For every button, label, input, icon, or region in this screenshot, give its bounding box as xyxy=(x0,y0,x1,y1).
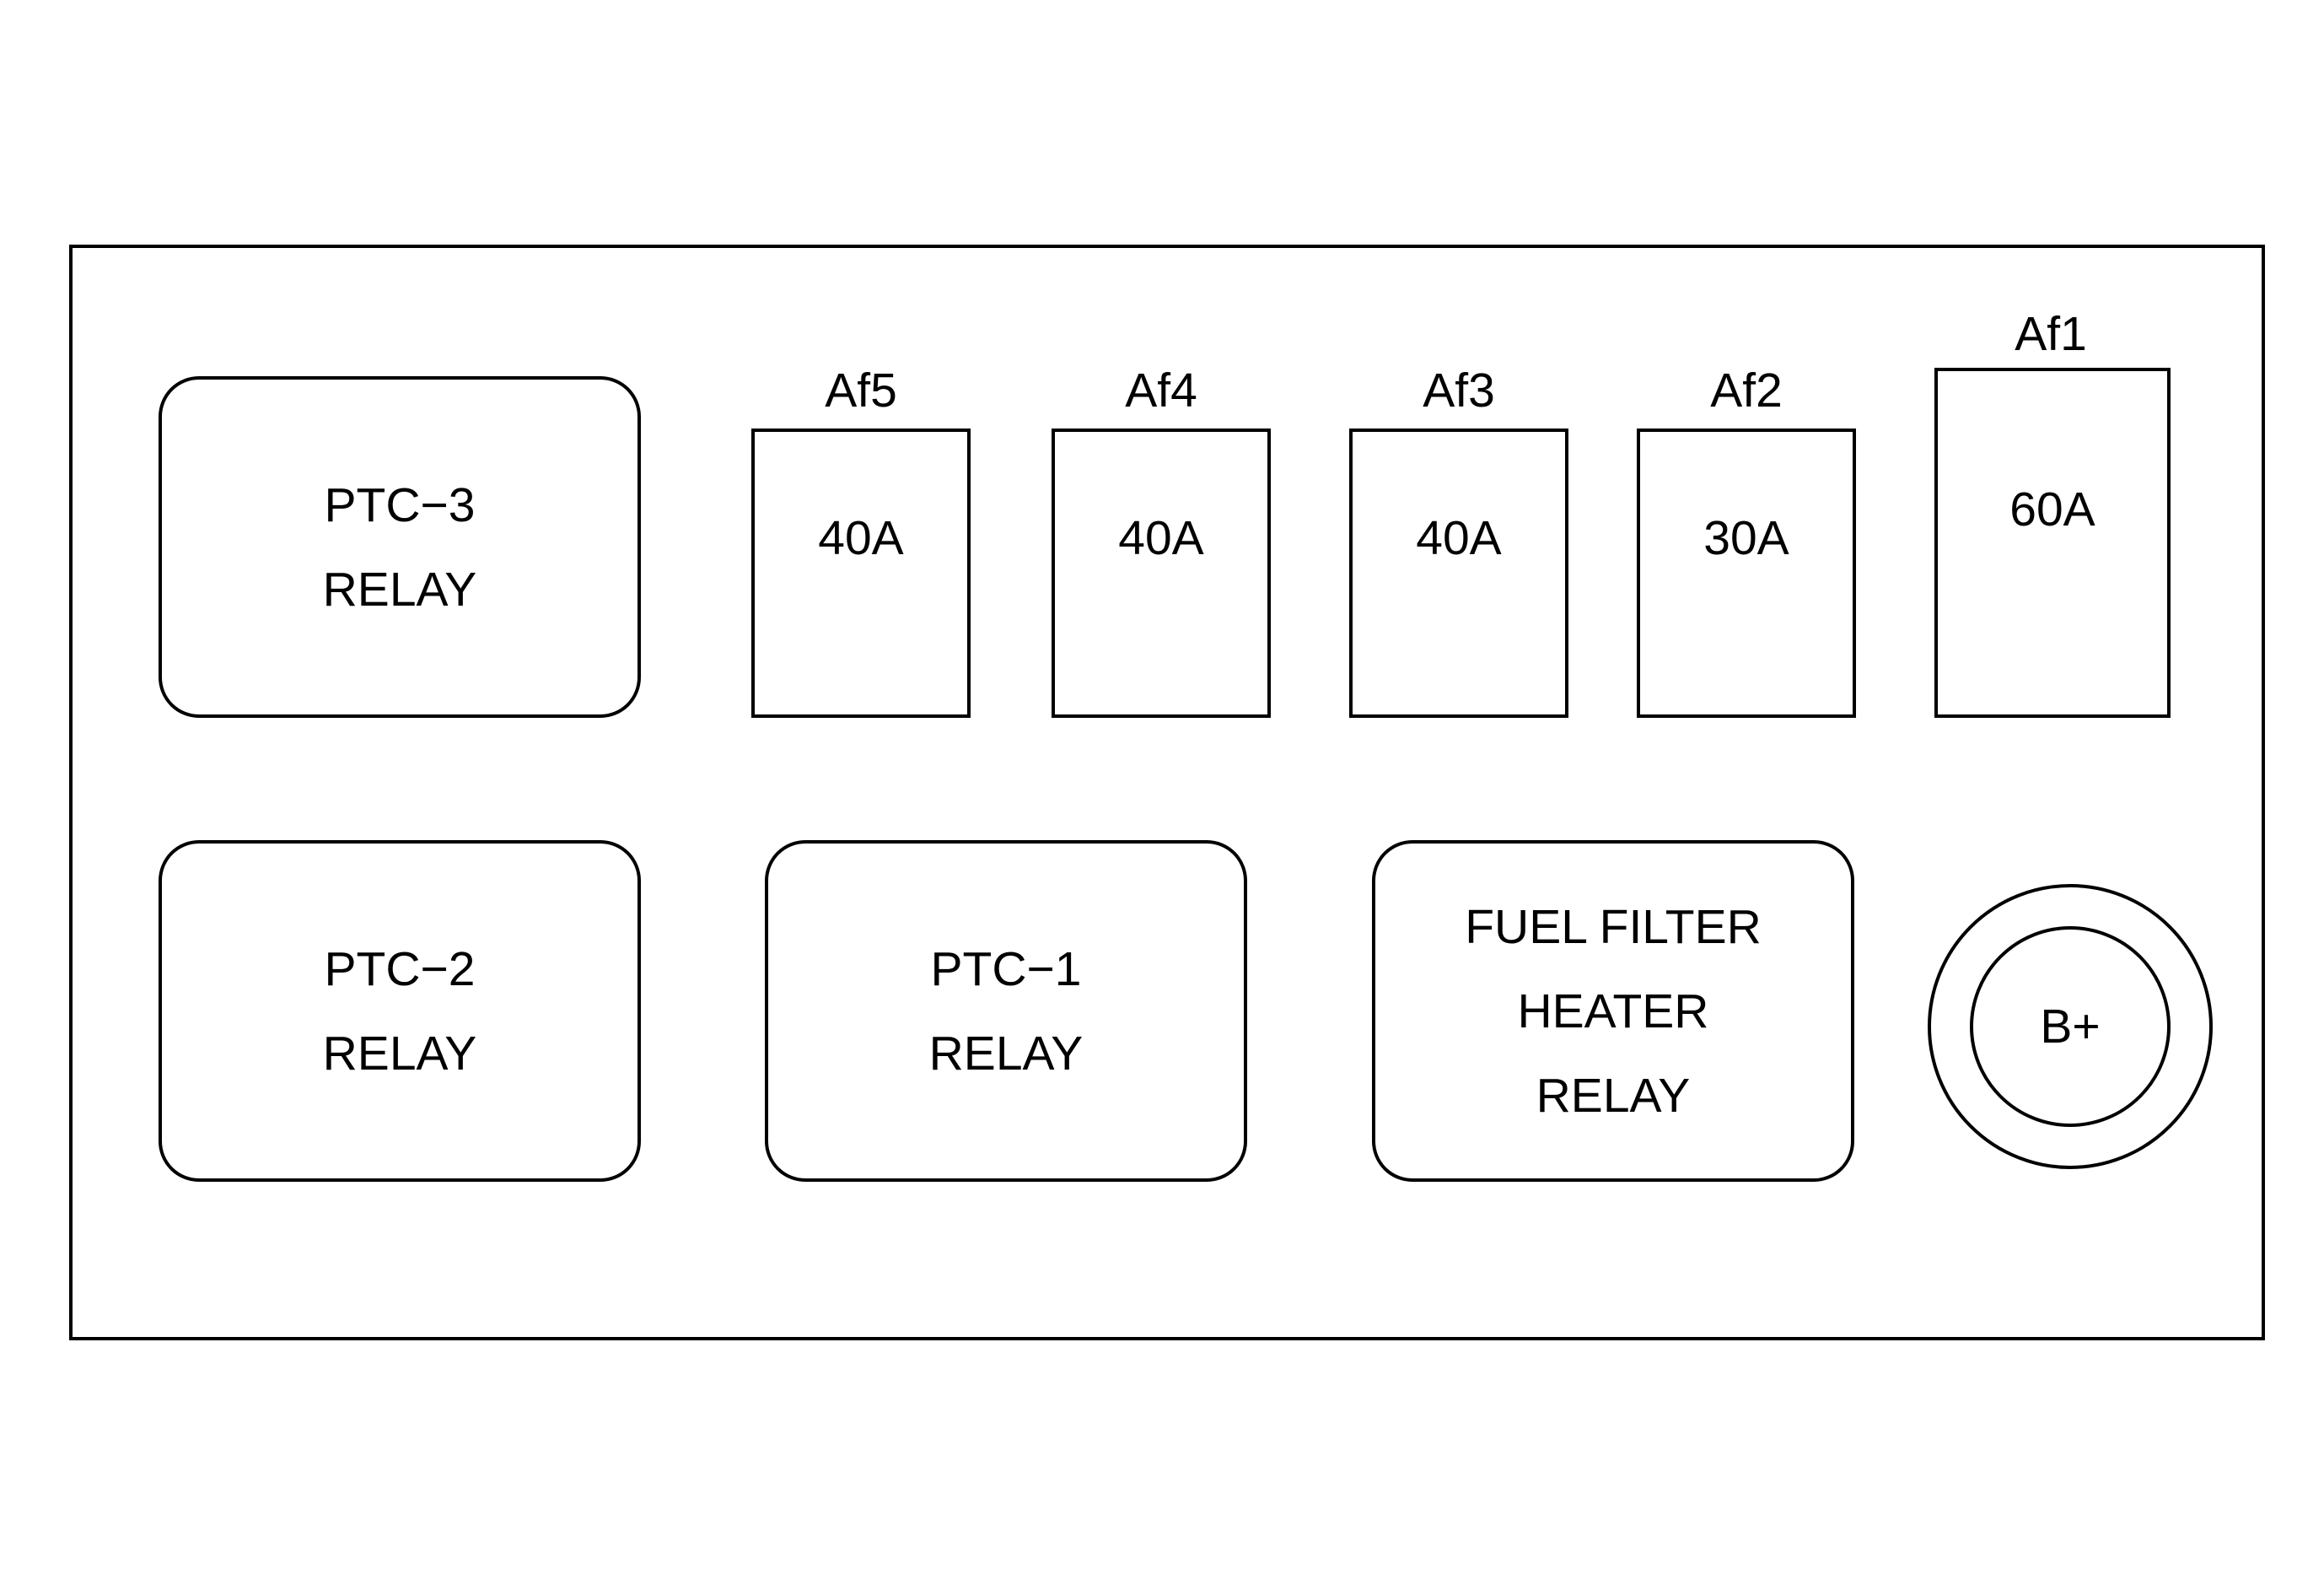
fuse-af5-rating: 40A xyxy=(818,511,904,565)
fuse-af3-label: Af3 xyxy=(1423,364,1495,418)
ptc-2-relay: PTC−2 RELAY xyxy=(159,840,641,1182)
fuse-af2-label: Af2 xyxy=(1710,364,1783,418)
relay-label-line-2: HEATER xyxy=(1517,984,1709,1038)
relay-label-line-2: RELAY xyxy=(322,562,477,617)
fuse-af4-label: Af4 xyxy=(1125,364,1197,418)
fuse-af3: 40A xyxy=(1349,429,1568,718)
relay-label-line-1: PTC−1 xyxy=(930,941,1082,996)
fuse-af1-label: Af1 xyxy=(2015,307,2087,361)
fuse-af1-rating: 60A xyxy=(2009,482,2095,536)
b-plus-terminal: B+ xyxy=(1970,926,2171,1127)
relay-label-line-1: FUEL FILTER xyxy=(1465,899,1762,954)
b-plus-label: B+ xyxy=(2040,1000,2101,1054)
fuse-af5: 40A xyxy=(751,429,971,718)
relay-label-line-1: PTC−3 xyxy=(324,477,476,532)
fuse-af1: 60A xyxy=(1934,368,2171,718)
fuse-af4-rating: 40A xyxy=(1118,511,1204,565)
b-plus-terminal-ring xyxy=(1928,884,2213,1169)
fuse-af2-rating: 30A xyxy=(1703,511,1789,565)
fuse-box-panel xyxy=(69,245,2265,1340)
relay-label-line-1: PTC−2 xyxy=(324,941,476,996)
relay-label-line-2: RELAY xyxy=(928,1026,1084,1081)
ptc-1-relay: PTC−1 RELAY xyxy=(765,840,1247,1182)
fuse-af2: 30A xyxy=(1637,429,1856,718)
fuse-af5-label: Af5 xyxy=(825,364,897,418)
relay-label-line-2: RELAY xyxy=(322,1026,477,1081)
fuel-filter-heater-relay: FUEL FILTER HEATER RELAY xyxy=(1372,840,1854,1182)
relay-label-line-3: RELAY xyxy=(1536,1068,1691,1123)
fuse-af4: 40A xyxy=(1052,429,1271,718)
ptc-3-relay: PTC−3 RELAY xyxy=(159,376,641,718)
fuse-af3-rating: 40A xyxy=(1416,511,1502,565)
